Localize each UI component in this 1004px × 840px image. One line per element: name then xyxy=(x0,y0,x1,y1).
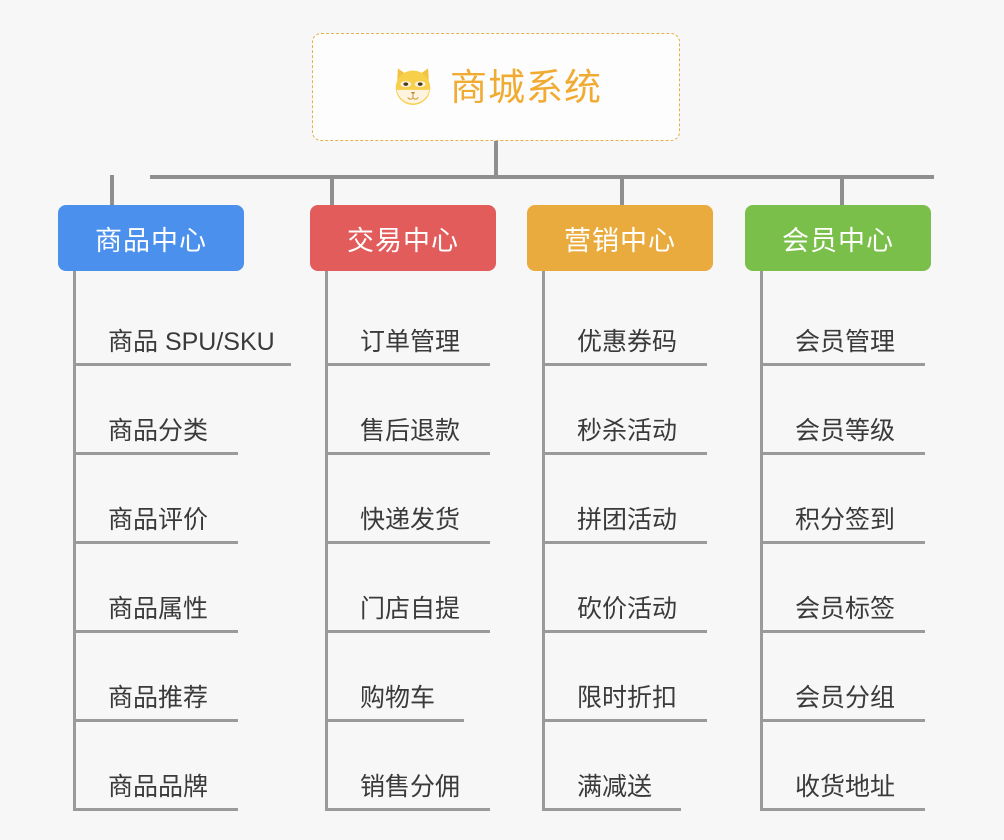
leaf-label: 购物车 xyxy=(360,683,436,712)
list-item[interactable]: 商品品牌 xyxy=(76,722,238,811)
leaf-label: 会员分组 xyxy=(795,683,896,712)
category-column-marketing: 营销中心 优惠券码 秒杀活动 拼团活动 砍价活动 限时折扣 满减送 xyxy=(527,205,713,811)
leaf-list-member: 会员管理 会员等级 积分签到 会员标签 会员分组 收货地址 xyxy=(760,271,931,811)
leaf-label: 商品评价 xyxy=(108,505,209,534)
leaf-label: 拼团活动 xyxy=(577,505,678,534)
leaf-label: 会员标签 xyxy=(795,594,896,623)
leaf-label: 商品品牌 xyxy=(108,772,209,801)
list-item[interactable]: 积分签到 xyxy=(763,455,925,544)
leaf-list-trade: 订单管理 售后退款 快递发货 门店自提 购物车 销售分佣 xyxy=(325,271,496,811)
list-item[interactable]: 快递发货 xyxy=(328,455,490,544)
category-header-marketing[interactable]: 营销中心 xyxy=(527,205,713,271)
list-item[interactable]: 会员标签 xyxy=(763,544,925,633)
root-title: 商城系统 xyxy=(450,66,602,108)
leaf-label: 订单管理 xyxy=(360,327,461,356)
connector-root-stem xyxy=(494,141,498,178)
leaf-label: 砍价活动 xyxy=(577,594,678,623)
list-item[interactable]: 秒杀活动 xyxy=(545,366,707,455)
list-item[interactable]: 满减送 xyxy=(545,722,681,811)
root-node[interactable]: 商城系统 xyxy=(312,33,680,141)
category-column-product: 商品中心 商品 SPU/SKU 商品分类 商品评价 商品属性 商品推荐 商品品牌 xyxy=(58,205,291,811)
connector-drop-4 xyxy=(840,175,844,209)
leaf-label: 商品分类 xyxy=(108,416,209,445)
list-item[interactable]: 商品属性 xyxy=(76,544,238,633)
list-item[interactable]: 会员分组 xyxy=(763,633,925,722)
category-header-product[interactable]: 商品中心 xyxy=(58,205,244,271)
list-item[interactable]: 优惠券码 xyxy=(545,277,707,366)
leaf-label: 积分签到 xyxy=(795,505,896,534)
leaf-label: 优惠券码 xyxy=(577,327,678,356)
list-item[interactable]: 限时折扣 xyxy=(545,633,707,722)
list-item[interactable]: 销售分佣 xyxy=(328,722,490,811)
category-column-member: 会员中心 会员管理 会员等级 积分签到 会员标签 会员分组 收货地址 xyxy=(745,205,931,811)
list-item[interactable]: 砍价活动 xyxy=(545,544,707,633)
category-header-member[interactable]: 会员中心 xyxy=(745,205,931,271)
list-item[interactable]: 商品分类 xyxy=(76,366,238,455)
leaf-list-product: 商品 SPU/SKU 商品分类 商品评价 商品属性 商品推荐 商品品牌 xyxy=(73,271,291,811)
leaf-list-marketing: 优惠券码 秒杀活动 拼团活动 砍价活动 限时折扣 满减送 xyxy=(542,271,713,811)
list-item[interactable]: 商品 SPU/SKU xyxy=(76,277,291,366)
leaf-label: 商品属性 xyxy=(108,594,209,623)
leaf-label: 快递发货 xyxy=(360,505,461,534)
leaf-label: 收货地址 xyxy=(795,772,896,801)
list-item[interactable]: 会员等级 xyxy=(763,366,925,455)
leaf-label: 商品 SPU/SKU xyxy=(108,327,275,356)
list-item[interactable]: 会员管理 xyxy=(763,277,925,366)
leaf-label: 售后退款 xyxy=(360,416,461,445)
connector-horizontal-bus xyxy=(150,175,934,179)
list-item[interactable]: 门店自提 xyxy=(328,544,490,633)
list-item[interactable]: 收货地址 xyxy=(763,722,925,811)
leaf-label: 商品推荐 xyxy=(108,683,209,712)
leaf-label: 门店自提 xyxy=(360,594,461,623)
leaf-label: 限时折扣 xyxy=(577,683,678,712)
category-column-trade: 交易中心 订单管理 售后退款 快递发货 门店自提 购物车 销售分佣 xyxy=(310,205,496,811)
connector-drop-3 xyxy=(620,175,624,209)
leaf-label: 会员等级 xyxy=(795,416,896,445)
leaf-label: 会员管理 xyxy=(795,327,896,356)
list-item[interactable]: 商品推荐 xyxy=(76,633,238,722)
list-item[interactable]: 购物车 xyxy=(328,633,464,722)
list-item[interactable]: 订单管理 xyxy=(328,277,490,366)
list-item[interactable]: 售后退款 xyxy=(328,366,490,455)
list-item[interactable]: 拼团活动 xyxy=(545,455,707,544)
connector-drop-1 xyxy=(110,175,114,209)
connector-drop-2 xyxy=(330,175,334,209)
leaf-label: 满减送 xyxy=(577,772,653,801)
leaf-label: 秒杀活动 xyxy=(577,416,678,445)
category-header-trade[interactable]: 交易中心 xyxy=(310,205,496,271)
leaf-label: 销售分佣 xyxy=(360,772,461,801)
list-item[interactable]: 商品评价 xyxy=(76,455,238,544)
shiba-dog-face-icon xyxy=(395,68,431,106)
